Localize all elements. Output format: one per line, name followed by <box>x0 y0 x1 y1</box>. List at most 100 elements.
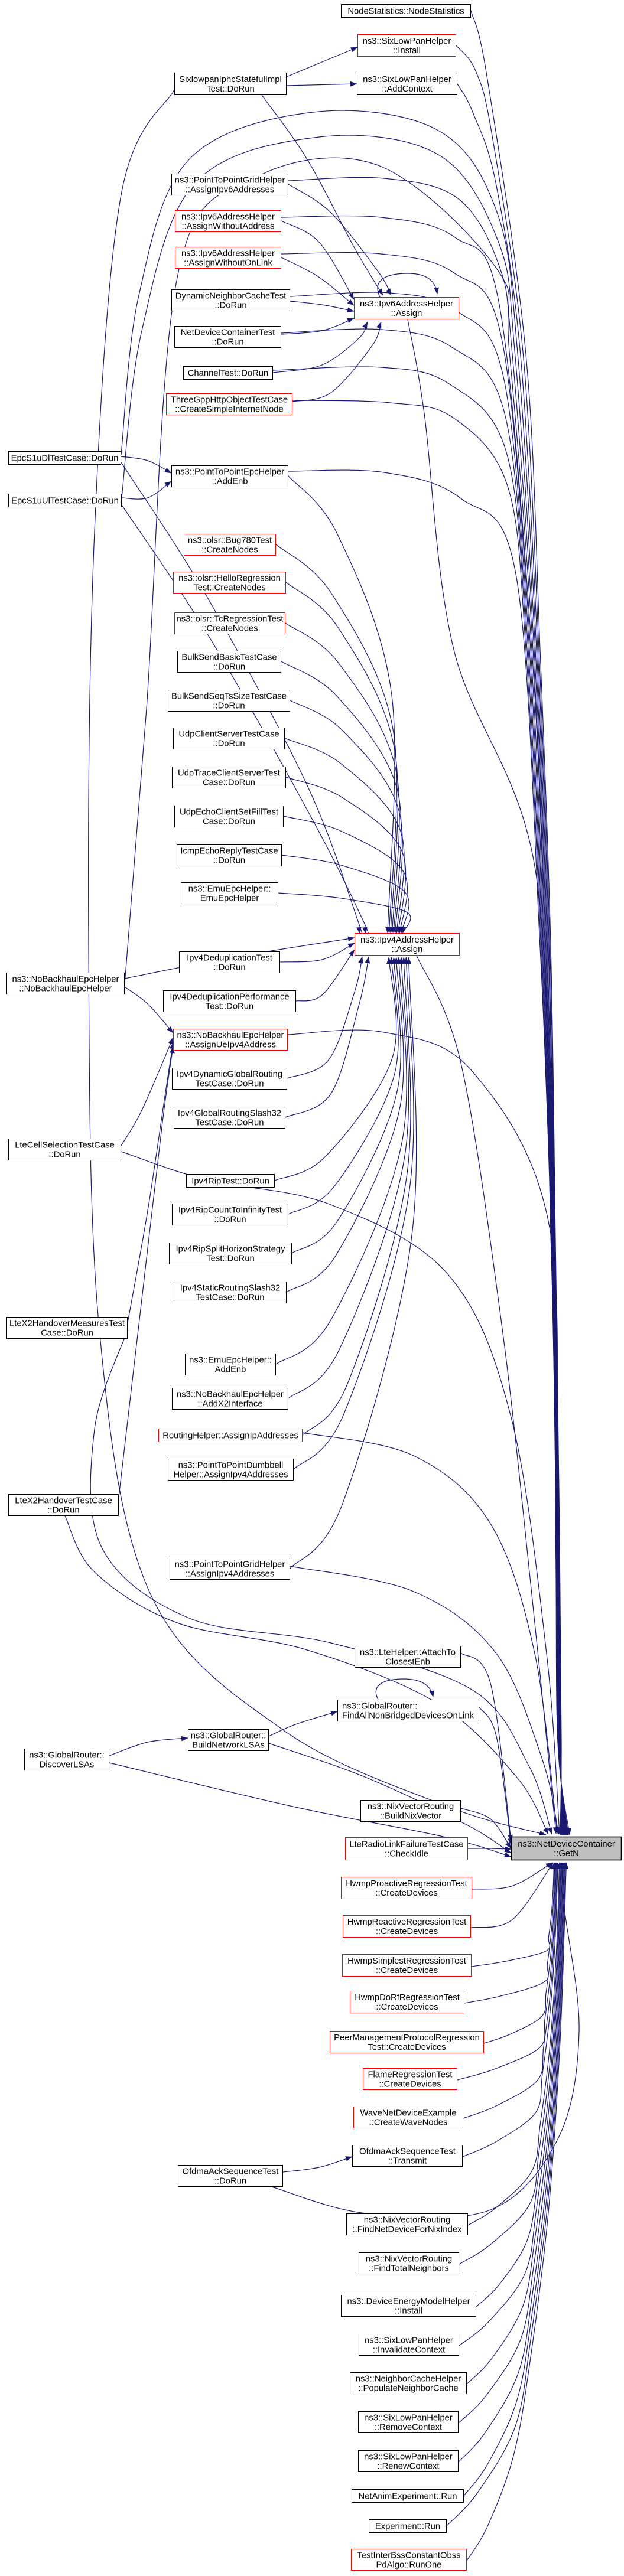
svg-text:ns3::PointToPointDumbbell: ns3::PointToPointDumbbell <box>178 1461 284 1470</box>
svg-text:ns3::NixVectorRouting: ns3::NixVectorRouting <box>364 2216 450 2225</box>
svg-text:Test::DoRun: Test::DoRun <box>206 84 254 94</box>
svg-text:ns3::NeighborCacheHelper: ns3::NeighborCacheHelper <box>356 2375 462 2384</box>
svg-text:ns3::DeviceEnergyModelHelper: ns3::DeviceEnergyModelHelper <box>347 2297 470 2307</box>
svg-text:ns3::GlobalRouter::: ns3::GlobalRouter:: <box>191 1732 266 1741</box>
svg-text:::CheckIdle: ::CheckIdle <box>385 1849 428 1858</box>
svg-text:::FindTotalNeighbors: ::FindTotalNeighbors <box>369 2264 449 2273</box>
svg-text:ns3::Ipv6AddressHelper: ns3::Ipv6AddressHelper <box>181 249 275 259</box>
svg-text:NetAnimExperiment::Run: NetAnimExperiment::Run <box>359 2492 457 2502</box>
svg-text:::CreateNodes: ::CreateNodes <box>202 545 258 555</box>
svg-text:FindAllNonBridgedDevicesOnLink: FindAllNonBridgedDevicesOnLink <box>342 1711 474 1720</box>
svg-text:ns3::Ipv6AddressHelper: ns3::Ipv6AddressHelper <box>360 299 453 309</box>
svg-text:DynamicNeighborCacheTest: DynamicNeighborCacheTest <box>176 292 287 301</box>
svg-text:WaveNetDeviceExample: WaveNetDeviceExample <box>360 2109 456 2118</box>
svg-text:BulkSendSeqTsSizeTestCase: BulkSendSeqTsSizeTestCase <box>171 692 287 702</box>
svg-text:SixlowpanIphcStatefulImpl: SixlowpanIphcStatefulImpl <box>179 75 282 84</box>
svg-text:::GetN: ::GetN <box>554 1849 579 1858</box>
svg-text:::CreateDevices: ::CreateDevices <box>379 2079 441 2089</box>
svg-text:::InvalidateContext: ::InvalidateContext <box>373 2345 446 2355</box>
svg-text:Test::CreateDevices: Test::CreateDevices <box>368 2043 446 2052</box>
svg-text:BuildNetworkLSAs: BuildNetworkLSAs <box>192 1740 265 1750</box>
svg-text:ns3::SixLowPanHelper: ns3::SixLowPanHelper <box>363 75 451 84</box>
svg-text:ns3::NoBackhaulEpcHelper: ns3::NoBackhaulEpcHelper <box>177 1031 284 1041</box>
svg-text:ChannelTest::DoRun: ChannelTest::DoRun <box>188 369 269 379</box>
svg-text:ns3::SixLowPanHelper: ns3::SixLowPanHelper <box>363 37 451 46</box>
svg-text:LteCellSelectionTestCase: LteCellSelectionTestCase <box>15 1141 115 1150</box>
svg-text:Ipv4StaticRoutingSlash32: Ipv4StaticRoutingSlash32 <box>180 1284 280 1293</box>
svg-text:::AssignIpv6Addresses: ::AssignIpv6Addresses <box>186 185 275 194</box>
svg-text:::DoRun: ::DoRun <box>48 1150 80 1159</box>
svg-text:::AssignWithoutOnLink: ::AssignWithoutOnLink <box>184 258 272 268</box>
svg-text:PeerManagementProtocolRegressi: PeerManagementProtocolRegression <box>334 2033 480 2043</box>
svg-text:UdpEchoClientSetFillTest: UdpEchoClientSetFillTest <box>180 808 278 817</box>
svg-text:ns3::Ipv4AddressHelper: ns3::Ipv4AddressHelper <box>360 935 454 945</box>
svg-text:::DoRun: ::DoRun <box>214 1215 246 1224</box>
svg-text:Case::DoRun: Case::DoRun <box>203 817 255 826</box>
svg-text:OfdmaAckSequenceTest: OfdmaAckSequenceTest <box>359 2147 456 2157</box>
svg-text:EpcS1uDlTestCase::DoRun: EpcS1uDlTestCase::DoRun <box>11 454 119 464</box>
svg-text:RoutingHelper::AssignIpAddress: RoutingHelper::AssignIpAddresses <box>162 1432 298 1441</box>
svg-text:LteRadioLinkFailureTestCase: LteRadioLinkFailureTestCase <box>349 1840 463 1850</box>
svg-text:IcmpEchoReplyTestCase: IcmpEchoReplyTestCase <box>180 847 278 856</box>
svg-text:ns3::NoBackhaulEpcHelper: ns3::NoBackhaulEpcHelper <box>177 1390 284 1400</box>
svg-text:Ipv4RipTest::DoRun: Ipv4RipTest::DoRun <box>191 1177 269 1186</box>
svg-text:::NoBackhaulEpcHelper: ::NoBackhaulEpcHelper <box>19 984 112 993</box>
svg-text:UdpClientServerTestCase: UdpClientServerTestCase <box>178 730 279 739</box>
svg-text:::AddEnb: ::AddEnb <box>212 477 248 486</box>
svg-text:::DoRun: ::DoRun <box>47 1505 79 1515</box>
svg-text:ns3::EmuEpcHelper::: ns3::EmuEpcHelper:: <box>188 885 271 894</box>
svg-text:ClosestEnb: ClosestEnb <box>385 1657 430 1667</box>
svg-text:OfdmaAckSequenceTest: OfdmaAckSequenceTest <box>183 2167 279 2177</box>
svg-text:::CreateWaveNodes: ::CreateWaveNodes <box>369 2118 448 2127</box>
svg-text:::CreateSimpleInternetNode: ::CreateSimpleInternetNode <box>175 405 283 414</box>
svg-text:::Install: ::Install <box>393 46 421 56</box>
svg-text:::CreateDevices: ::CreateDevices <box>376 2003 438 2012</box>
svg-text:NodeStatistics::NodeStatistics: NodeStatistics::NodeStatistics <box>347 7 464 17</box>
svg-text:::DoRun: ::DoRun <box>213 963 245 972</box>
svg-text:Test::DoRun: Test::DoRun <box>206 1002 254 1011</box>
svg-text:PdAlgo::RunOne: PdAlgo::RunOne <box>376 2560 441 2570</box>
svg-text:AddEnb: AddEnb <box>215 1365 246 1374</box>
svg-text:TestCase::DoRun: TestCase::DoRun <box>196 1079 264 1088</box>
svg-text:ns3::NetDeviceContainer: ns3::NetDeviceContainer <box>518 1840 615 1849</box>
svg-text:Test::CreateNodes: Test::CreateNodes <box>193 583 266 592</box>
svg-text:Ipv4RipSplitHorizonStrategy: Ipv4RipSplitHorizonStrategy <box>176 1245 285 1254</box>
svg-text:::CreateDevices: ::CreateDevices <box>376 1966 438 1975</box>
svg-text:BulkSendBasicTestCase: BulkSendBasicTestCase <box>181 653 277 663</box>
svg-text:::DoRun: ::DoRun <box>214 2176 246 2186</box>
svg-text:ns3::EmuEpcHelper::: ns3::EmuEpcHelper:: <box>189 1356 272 1365</box>
svg-text:ns3::GlobalRouter::: ns3::GlobalRouter:: <box>342 1702 418 1711</box>
svg-text:::Assign: ::Assign <box>391 309 422 318</box>
svg-text:LteX2HandoverMeasuresTest: LteX2HandoverMeasuresTest <box>9 1319 125 1329</box>
svg-text:::RenewContext: ::RenewContext <box>377 2461 439 2471</box>
svg-text:::AddContext: ::AddContext <box>382 84 433 94</box>
svg-text:TestCase::DoRun: TestCase::DoRun <box>196 1293 265 1302</box>
svg-text:ns3::NixVectorRouting: ns3::NixVectorRouting <box>366 2255 452 2264</box>
svg-text:ns3::LteHelper::AttachTo: ns3::LteHelper::AttachTo <box>360 1648 456 1658</box>
svg-text:::CreateNodes: ::CreateNodes <box>202 624 258 633</box>
svg-text:HwmpProactiveRegressionTest: HwmpProactiveRegressionTest <box>346 1879 467 1889</box>
svg-text:::FindNetDeviceForNixIndex: ::FindNetDeviceForNixIndex <box>352 2225 462 2234</box>
svg-text:::AssignIpv4Addresses: ::AssignIpv4Addresses <box>186 1569 275 1579</box>
svg-text:::AssignWithoutAddress: ::AssignWithoutAddress <box>181 221 274 231</box>
svg-text:Ipv4DeduplicationTest: Ipv4DeduplicationTest <box>187 954 272 963</box>
svg-text:FlameRegressionTest: FlameRegressionTest <box>368 2070 452 2080</box>
svg-text:::DoRun: ::DoRun <box>214 301 246 310</box>
svg-text:::PopulateNeighborCache: ::PopulateNeighborCache <box>358 2383 458 2393</box>
svg-text:::AssignUeIpv4Address: ::AssignUeIpv4Address <box>185 1040 276 1049</box>
svg-text:ns3::NixVectorRouting: ns3::NixVectorRouting <box>368 1802 454 1812</box>
svg-text:ns3::olsr::HelloRegression: ns3::olsr::HelloRegression <box>178 574 281 583</box>
svg-text:Ipv4DynamicGlobalRouting: Ipv4DynamicGlobalRouting <box>177 1070 282 1080</box>
svg-text:Ipv4DeduplicationPerformance: Ipv4DeduplicationPerformance <box>170 993 289 1002</box>
svg-text:::DoRun: ::DoRun <box>213 662 245 671</box>
svg-text:LteX2HandoverTestCase: LteX2HandoverTestCase <box>15 1496 112 1506</box>
svg-text:ns3::SixLowPanHelper: ns3::SixLowPanHelper <box>364 2414 453 2423</box>
svg-text:Ipv4GlobalRoutingSlash32: Ipv4GlobalRoutingSlash32 <box>178 1109 281 1119</box>
svg-text:ns3::SixLowPanHelper: ns3::SixLowPanHelper <box>365 2336 453 2346</box>
svg-text:::AddX2Interface: ::AddX2Interface <box>197 1399 262 1408</box>
svg-text:Ipv4RipCountToInfinityTest: Ipv4RipCountToInfinityTest <box>178 1206 282 1215</box>
svg-text:ns3::SixLowPanHelper: ns3::SixLowPanHelper <box>364 2453 453 2462</box>
svg-text:EmuEpcHelper: EmuEpcHelper <box>200 894 259 903</box>
svg-text:ns3::NoBackhaulEpcHelper: ns3::NoBackhaulEpcHelper <box>12 975 119 984</box>
svg-text:NetDeviceContainerTest: NetDeviceContainerTest <box>181 328 275 338</box>
